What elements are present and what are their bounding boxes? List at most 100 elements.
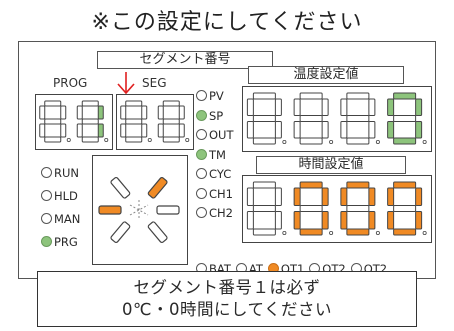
mode-man-indicator: MAN xyxy=(41,212,80,235)
segment-a xyxy=(81,100,99,107)
segment-g xyxy=(393,205,417,212)
segment-b xyxy=(368,187,376,206)
spinner-icon xyxy=(98,177,180,243)
segment-c xyxy=(415,121,423,139)
seven-segment-digit xyxy=(120,100,152,143)
segment-c xyxy=(178,123,185,138)
status-ch1-indicator: CH1 xyxy=(196,187,234,207)
page-heading: ※この設定にしてください xyxy=(91,10,363,35)
decimal-point xyxy=(329,140,334,145)
seven-segment-digit xyxy=(293,92,334,145)
segment-b xyxy=(415,98,423,116)
segment-f xyxy=(246,187,254,206)
segment-c xyxy=(274,211,282,230)
segment-c xyxy=(274,121,282,139)
segment-e xyxy=(387,121,395,139)
segment-d xyxy=(346,137,370,145)
activity-indicator xyxy=(92,155,188,265)
mode-led-label: MAN xyxy=(54,212,81,226)
segment-a xyxy=(299,92,323,100)
status-led-label: CH2 xyxy=(209,206,233,220)
seven-segment-digit xyxy=(157,100,190,143)
decimal-point xyxy=(422,231,427,236)
segment-d xyxy=(346,228,370,236)
segment-c xyxy=(368,121,376,139)
segment-g xyxy=(81,118,99,125)
decimal-point xyxy=(375,231,380,236)
status-led-label: SP xyxy=(209,108,224,123)
segment-f xyxy=(120,105,127,120)
seven-segment-digit xyxy=(293,181,334,236)
segment-b xyxy=(274,98,282,116)
mode-led-label: RUN xyxy=(54,166,80,180)
segment-f xyxy=(157,105,164,120)
status-out-indicator: OUT xyxy=(196,128,234,148)
led-icon xyxy=(41,213,52,224)
status-led-label: CYC xyxy=(209,167,232,181)
segment-b xyxy=(415,187,423,206)
segment-f xyxy=(293,98,301,116)
led-icon xyxy=(196,148,207,160)
segment-d xyxy=(44,136,62,143)
decimal-point xyxy=(329,231,334,236)
segment-a xyxy=(346,181,370,189)
temp-display xyxy=(242,86,432,152)
segment-c xyxy=(321,121,329,139)
status-sp-indicator: SP xyxy=(196,109,234,129)
segment-e xyxy=(340,121,348,139)
segment-arrow-icon xyxy=(117,72,135,95)
status-led-label: TM xyxy=(209,147,226,162)
segment-b xyxy=(368,98,376,116)
segment-f xyxy=(39,105,46,120)
seg-display xyxy=(116,94,194,150)
segment-f xyxy=(293,187,301,206)
segment-e xyxy=(293,211,301,230)
led-icon xyxy=(196,129,207,140)
segment-g xyxy=(162,118,180,125)
segment-g xyxy=(346,115,370,122)
mode-led-label: HLD xyxy=(54,189,78,203)
seven-segment-digit xyxy=(39,100,71,143)
segment-b xyxy=(141,105,148,120)
note-line-2: 0℃・0時間にしてください xyxy=(121,300,333,319)
segment-b xyxy=(178,105,185,120)
segment-d xyxy=(299,137,323,145)
mode-prg-indicator: PRG xyxy=(41,235,80,258)
segment-f xyxy=(76,105,83,120)
status-cyc-indicator: CYC xyxy=(196,167,234,187)
segment-g xyxy=(252,205,276,212)
instruction-note: セグメント番号１は必ず 0℃・0時間にしてください xyxy=(37,271,417,327)
segment-g xyxy=(299,115,323,122)
led-icon xyxy=(196,207,207,218)
segment-b xyxy=(321,98,329,116)
prog-display xyxy=(35,94,113,150)
decimal-point xyxy=(282,140,287,145)
segment-g xyxy=(125,118,143,125)
led-icon xyxy=(196,109,207,121)
segment-e xyxy=(246,121,254,139)
segment-f xyxy=(387,98,395,116)
seven-segment-digit xyxy=(340,181,380,236)
decimal-point xyxy=(375,140,380,145)
segment-e xyxy=(120,123,127,138)
led-icon xyxy=(41,190,52,201)
seven-segment-digit xyxy=(340,92,380,145)
segment-g xyxy=(346,205,370,212)
seven-segment-digit xyxy=(76,100,109,143)
segment-f xyxy=(246,98,254,116)
segment-e xyxy=(157,123,164,138)
segment-c xyxy=(368,211,376,230)
segment-c xyxy=(415,211,423,230)
segment-a xyxy=(393,181,417,189)
decimal-point xyxy=(422,140,427,145)
seg-label: SEG xyxy=(142,76,167,90)
segment-a xyxy=(252,181,276,189)
led-icon xyxy=(196,90,207,101)
temp-setting-label: 温度設定値 xyxy=(248,66,404,84)
prog-label: PROG xyxy=(53,76,88,90)
segment-a xyxy=(252,92,276,100)
segment-e xyxy=(293,121,301,139)
seven-segment-digit xyxy=(246,181,287,236)
decimal-point xyxy=(104,138,109,143)
segment-a xyxy=(346,92,370,100)
